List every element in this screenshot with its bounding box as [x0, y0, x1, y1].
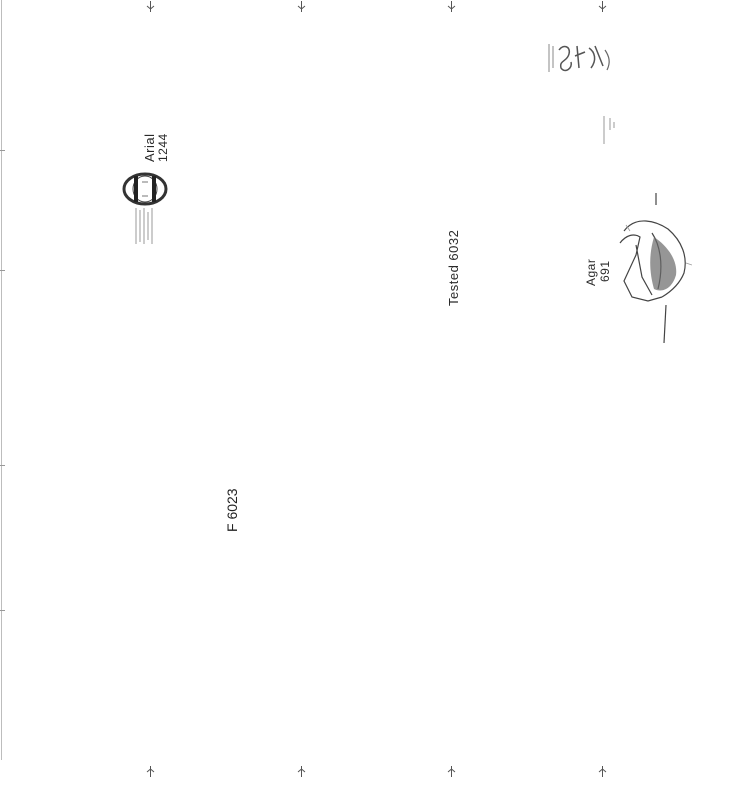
- rotated-id-label: F 6023: [224, 488, 240, 532]
- registration-mark-icon: [447, 1, 456, 12]
- registration-mark-icon: [447, 766, 456, 777]
- registration-mark-icon: [598, 1, 607, 12]
- left-edge-line: [1, 0, 2, 760]
- registration-mark-icon: [146, 1, 155, 12]
- round-seal-icon: [122, 172, 168, 206]
- faint-mark-icon: [603, 116, 615, 144]
- edge-tick: [0, 150, 5, 151]
- handwritten-signature-icon: [548, 44, 610, 72]
- arial-label-line1: Arial: [142, 133, 157, 162]
- registration-mark-icon: [297, 766, 306, 777]
- tested-label: Tested 6032: [446, 229, 461, 306]
- agar-label-line2: 691: [598, 260, 612, 282]
- arial-label-line2: 1244: [156, 133, 170, 162]
- agar-label-line1: Agar: [584, 258, 598, 286]
- edge-tick: [0, 465, 5, 466]
- registration-mark-icon: [297, 1, 306, 12]
- registration-mark-icon: [598, 766, 607, 777]
- registration-mark-icon: [146, 766, 155, 777]
- sketch-drawing-icon: [619, 193, 692, 344]
- edge-tick: [0, 270, 5, 271]
- faint-barcode-icon: [135, 208, 153, 244]
- edge-tick: [0, 610, 5, 611]
